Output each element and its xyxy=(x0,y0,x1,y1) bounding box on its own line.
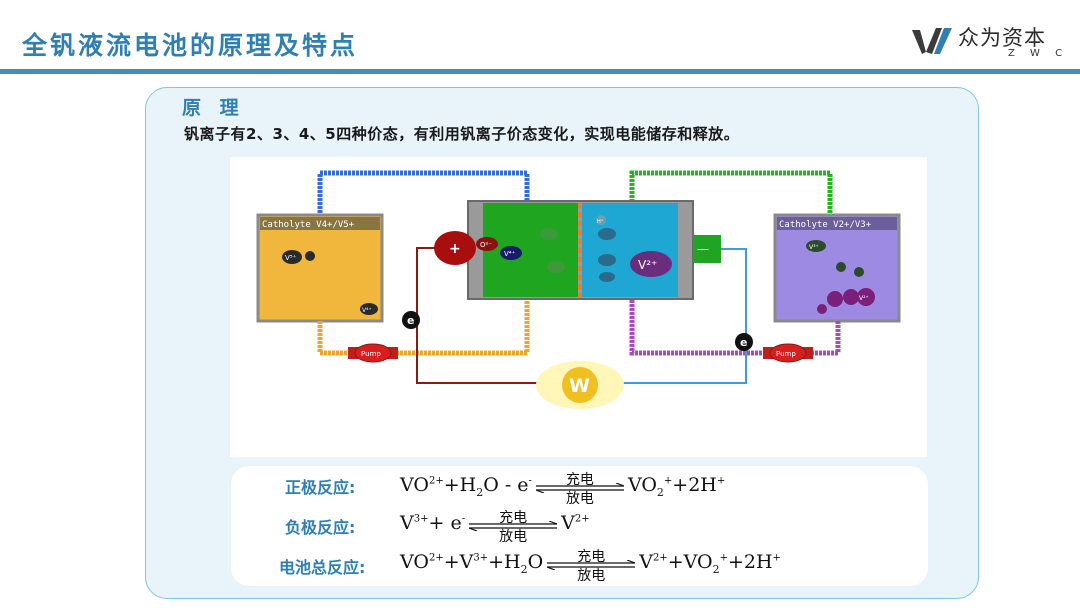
diagram-svg: Catholyte V4+/V5+ V⁵⁺ V⁴⁺ Catholyte V2+/… xyxy=(256,170,901,409)
ion-v2-large: V²⁺ xyxy=(638,258,657,272)
company-logo: 众为资本 Z W C xyxy=(910,24,1062,64)
positive-electrode xyxy=(434,231,476,265)
ion-o2: O²⁻ xyxy=(480,241,492,249)
ion-v3-right: V³⁺ xyxy=(809,244,819,251)
charge-arrow: 充电放电 xyxy=(547,546,636,584)
total-reaction-label: 电池总反应: xyxy=(279,558,366,577)
page-title: 全钒液流电池的原理及特点 xyxy=(22,31,359,60)
load-label: W xyxy=(569,375,590,397)
section-description: 钒离子有2、3、4、5四种价态，有利用钒离子价态变化，实现电能储存和释放。 xyxy=(184,125,740,143)
v2-ion-bubble xyxy=(630,251,672,277)
load-bulb xyxy=(562,367,598,403)
green-pipe xyxy=(629,170,833,217)
flow-battery-diagram: Catholyte V4+/V5+ V⁵⁺ V⁴⁺ Catholyte V2+/… xyxy=(230,157,927,457)
right-tank-label: Catholyte V2+/V3+ xyxy=(779,220,872,230)
ion-v5-left: V⁵⁺ xyxy=(285,254,297,262)
section-title: 原 理 xyxy=(182,97,245,119)
left-tank-label: Catholyte V4+/V5+ xyxy=(262,220,355,230)
ion-v4: V⁴⁺ xyxy=(504,250,516,258)
charge-arrow: 充电放电 xyxy=(535,469,624,507)
electron-right-label: e xyxy=(740,336,747,349)
header-divider xyxy=(0,69,1080,74)
positive-reaction-label: 正极反应: xyxy=(285,478,356,497)
light-blue-wire xyxy=(623,248,747,384)
negative-reaction-label: 负极反应: xyxy=(285,518,356,537)
zwc-logo-icon xyxy=(912,28,952,54)
blue-pipe xyxy=(317,170,530,217)
logo-sub: Z W C xyxy=(1008,48,1069,59)
electron-left xyxy=(402,311,420,329)
cell-negative xyxy=(582,203,678,297)
purple-pipe xyxy=(629,297,841,356)
charge-arrow: 充电放电 xyxy=(469,507,558,545)
plus-sign: + xyxy=(449,241,461,257)
left-tank xyxy=(256,213,384,323)
electron-left-label: e xyxy=(407,314,414,327)
left-pump xyxy=(354,343,392,363)
cell-positive xyxy=(483,203,578,297)
logo-name: 众为资本 xyxy=(958,26,1046,50)
ion-v4-left: V⁴⁺ xyxy=(362,307,372,314)
orange-pipe xyxy=(317,297,530,356)
right-pump xyxy=(769,343,807,363)
ion-v2-right: V²⁺ xyxy=(859,295,869,302)
right-pump-label: Pump xyxy=(776,350,796,358)
left-pump-label: Pump xyxy=(361,350,381,358)
negative-electrode xyxy=(693,235,721,263)
minus-sign: — xyxy=(697,242,709,256)
ion-h: H⁺ xyxy=(597,219,604,225)
electron-right xyxy=(735,333,753,351)
